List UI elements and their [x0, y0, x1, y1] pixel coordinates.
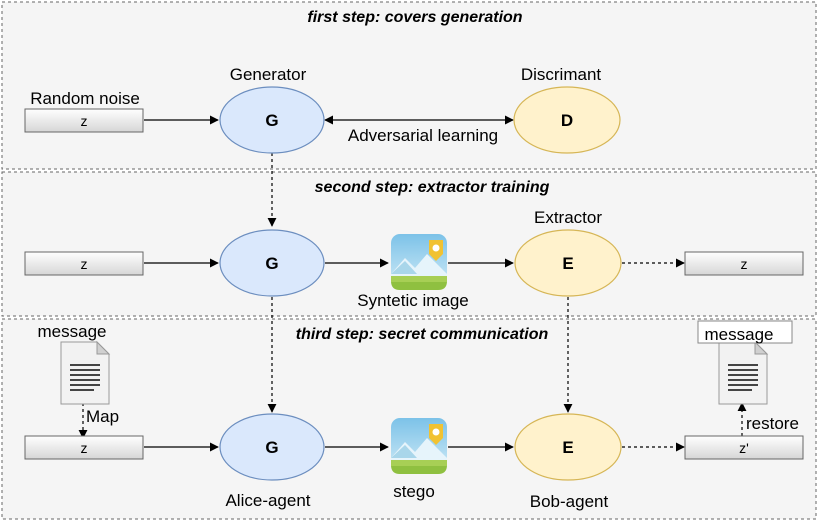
extractor-node-step2: [514, 229, 622, 297]
restored-message-box: [697, 320, 793, 344]
step2-input-value: z: [81, 256, 88, 272]
bob-extractor-node-label: E: [562, 438, 573, 457]
step3-input-value: z: [81, 440, 88, 456]
synthetic-image-icon: [391, 234, 447, 290]
discriminator-label: Discrimant: [521, 65, 602, 84]
discriminator-node-label: D: [561, 111, 573, 130]
step3-output-value: z': [739, 440, 749, 456]
generator-label: Generator: [230, 65, 307, 84]
generator-node-step2-label: G: [265, 254, 278, 273]
alice-agent-label: Alice-agent: [225, 491, 310, 510]
map-label: Map: [86, 407, 119, 426]
discriminator-node: [513, 86, 621, 154]
message-label: message: [38, 322, 107, 341]
step2-output-value: z: [741, 256, 748, 272]
step3-input-box: [24, 435, 144, 460]
stego-label: stego: [393, 482, 435, 501]
extractor-label: Extractor: [534, 208, 602, 227]
synthetic-image-label: Syntetic image: [357, 291, 469, 310]
step2-output-box: [684, 251, 804, 276]
alice-generator-node-label: G: [265, 438, 278, 457]
restored-message-label: message: [705, 325, 774, 344]
noise-input-value: z: [81, 113, 88, 129]
message-document-icon: [60, 341, 110, 405]
step3-output-box: [684, 435, 804, 460]
step2-title: second step: extractor training: [315, 179, 550, 196]
restored-message-document-icon: [718, 341, 768, 405]
extractor-node-step2-label: E: [562, 254, 573, 273]
generator-node-step1-label: G: [265, 111, 278, 130]
noise-input-box: [24, 108, 144, 133]
generator-node-step2: [219, 229, 325, 297]
generator-node-step1: [219, 86, 325, 154]
alice-generator-node: [219, 413, 325, 481]
step1-title: first step: covers generation: [307, 9, 522, 26]
bob-extractor-node: [514, 413, 622, 481]
adversarial-learning-label: Adversarial learning: [348, 126, 498, 145]
step3-title: third step: secret communication: [296, 326, 549, 343]
step2-input-box: [24, 251, 144, 276]
restore-label: restore: [746, 414, 799, 433]
bob-agent-label: Bob-agent: [530, 492, 609, 511]
adversarial-label-bg: [336, 125, 512, 147]
stego-image-icon: [391, 418, 447, 474]
random-noise-label: Random noise: [30, 89, 140, 108]
